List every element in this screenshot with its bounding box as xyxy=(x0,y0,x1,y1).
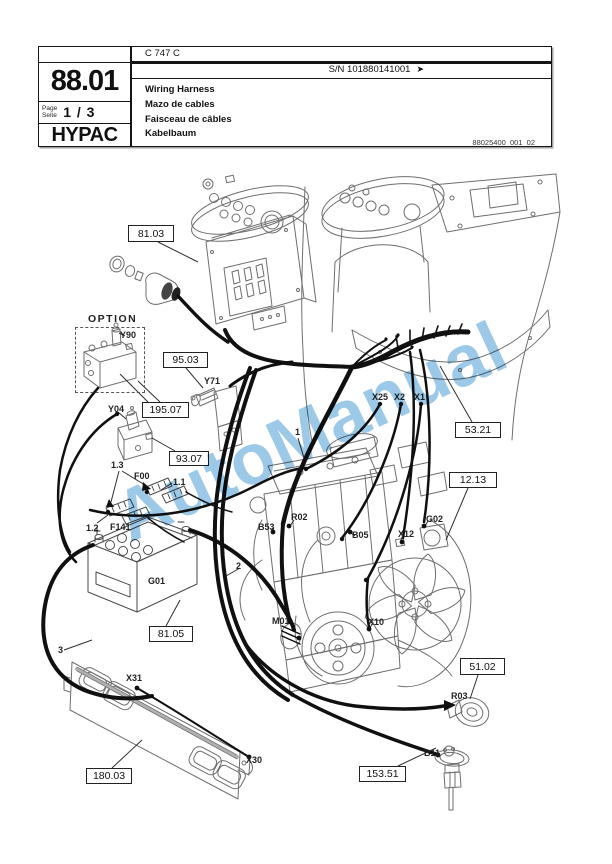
brand-logo: HYPAC xyxy=(51,124,118,146)
serial-text: S/N 101880141001 xyxy=(328,64,411,75)
doc-number: 88025400_001_02 xyxy=(472,138,535,147)
page-number: 1 / 3 xyxy=(63,104,96,120)
serial-arrow-icon: ➤ xyxy=(416,64,424,74)
header-line xyxy=(38,101,130,103)
title-block: Wiring Harness Mazo de cables Faisceau d… xyxy=(145,83,232,142)
fuel-sender xyxy=(434,745,470,811)
page-seite-labels: Page Seite xyxy=(42,105,57,120)
option-valve xyxy=(83,322,137,389)
page-indicator: Page Seite 1 / 3 xyxy=(42,102,130,122)
header-line-thick xyxy=(130,61,552,64)
control-console xyxy=(191,174,317,331)
page-label: Page xyxy=(42,104,58,112)
header-line xyxy=(38,122,130,124)
header-divider-vertical xyxy=(130,46,132,147)
header-line xyxy=(130,77,552,79)
section-number: 88.01 xyxy=(50,65,120,97)
battery xyxy=(87,516,198,613)
title-es: Mazo de cables xyxy=(145,98,215,110)
serial-number: S/N 101880141001 ➤ xyxy=(131,64,552,75)
title-en: Wiring Harness xyxy=(145,84,215,95)
seite-label: Seite xyxy=(42,112,57,119)
title-de: Kabelbaum xyxy=(145,128,197,140)
header-line xyxy=(38,61,130,63)
machine-outlines xyxy=(63,173,561,811)
connector-dots xyxy=(105,333,456,760)
engine xyxy=(239,433,472,693)
header-table xyxy=(38,46,552,147)
machine-frame xyxy=(301,173,561,443)
model-code: C 747 C xyxy=(145,48,180,59)
cables xyxy=(41,294,471,758)
title-fr: Faisceau de câbles xyxy=(145,113,232,125)
y04-valve xyxy=(117,406,154,461)
horn xyxy=(446,697,490,727)
front-plate xyxy=(63,661,253,800)
key-switch xyxy=(109,255,181,305)
leader-lines xyxy=(63,241,479,769)
